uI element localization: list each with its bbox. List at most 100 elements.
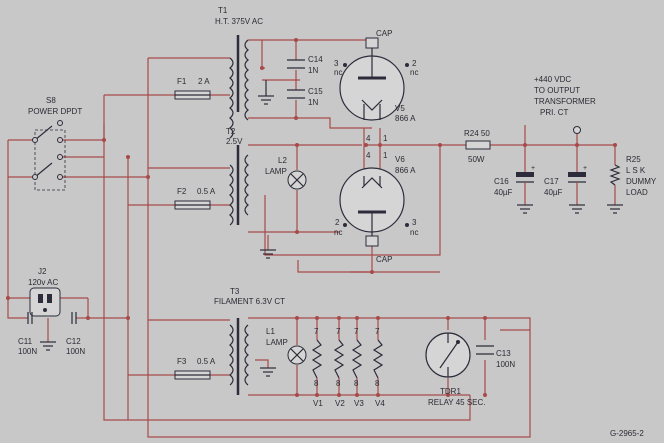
v3-pin-top: 7 (354, 327, 359, 336)
f3-value: 0.5 A (197, 357, 216, 366)
t3-ref: T3 (230, 287, 240, 296)
v5-pin-a: 4 (366, 134, 371, 143)
lamp-l2: L2 LAMP (265, 156, 307, 190)
v6-pin-right: 3 (412, 218, 417, 227)
v5-pin-left-nc: nc (334, 68, 342, 77)
output-note-line1: +440 VDC (534, 75, 571, 84)
v2-pin-top: 7 (336, 327, 341, 336)
wiring (7, 39, 616, 438)
output-note-line2: TO OUTPUT (534, 86, 580, 95)
drawing-number: G-2965-2 (610, 429, 644, 438)
ground-icon (258, 80, 274, 105)
ground-icon (40, 341, 56, 351)
v4-pin-top: 7 (375, 327, 380, 336)
t1-ref: T1 (218, 6, 228, 15)
filament-v2 (333, 339, 345, 379)
output-note-line3: TRANSFORMER (534, 97, 596, 106)
r24-value: 50W (468, 155, 485, 164)
l2-ref: L2 (278, 156, 287, 165)
transformer-t1: T1 H.T. 375V AC (215, 6, 263, 139)
ground-icon (569, 204, 585, 214)
t2-primary-coil (229, 164, 234, 226)
c17-plus: + (583, 165, 587, 172)
tube-v5: CAP 3 nc 2 nc V5 866 A 4 1 (334, 29, 418, 143)
v6-pin-left-nc: nc (334, 228, 342, 237)
ground-icon (607, 204, 623, 214)
v1-pin-bottom: 8 (314, 379, 319, 388)
r25-line4: LOAD (626, 188, 648, 197)
filament-v4 (372, 339, 384, 379)
t2-secondary-coil (244, 154, 249, 216)
v5-pin-right-nc: nc (410, 68, 418, 77)
v4-pin-bottom: 8 (375, 379, 380, 388)
capacitor-c15: C15 1N (287, 87, 323, 107)
t1-primary-coil (229, 57, 234, 139)
filament-v1 (311, 339, 323, 379)
f3-ref: F3 (177, 357, 187, 366)
r25-line3: DUMMY (626, 177, 657, 186)
lamp-l1: L1 LAMP (266, 327, 307, 365)
c17-value: 40µF (544, 188, 563, 197)
v1-pin-top: 7 (314, 327, 319, 336)
t2-desc: 2.5V (226, 137, 243, 146)
v5-pin-left: 3 (334, 59, 339, 68)
transformer-t3: T3 FILAMENT 6.3V CT (214, 287, 285, 395)
output-note: +440 VDC TO OUTPUT TRANSFORMER PRI. CT (534, 75, 596, 117)
filament-v3 (351, 339, 363, 379)
resistor-r24: R24 50 50W (464, 129, 491, 164)
output-terminal (573, 126, 581, 134)
v6-cap: CAP (376, 255, 392, 264)
j2-desc: 120v AC (28, 278, 58, 287)
r25-ref: R25 (626, 155, 641, 164)
t2-ref: T2 (226, 127, 236, 136)
v6-pin-b: 1 (383, 151, 388, 160)
l1-desc: LAMP (266, 338, 288, 347)
c15-ref: C15 (308, 87, 323, 96)
f2-ref: F2 (177, 187, 187, 196)
fuse-f2: F2 0.5 A (174, 187, 216, 210)
fuse-f1: F1 2 A (174, 77, 211, 100)
t1-secondary-coil (244, 39, 249, 121)
v6-pin-left: 2 (335, 218, 340, 227)
fuse-f3: F3 0.5 A (174, 357, 216, 380)
t3-desc: FILAMENT 6.3V CT (214, 297, 285, 306)
ground-icon (517, 204, 533, 214)
c17-ref: C17 (544, 177, 559, 186)
tdr1-ref: TDR1 (440, 387, 461, 396)
ground-icon (260, 367, 276, 377)
v6-type: 866 A (395, 166, 416, 175)
c13-ref: C13 (496, 349, 511, 358)
v5-type: 866 A (395, 114, 416, 123)
c16-value: 40µF (494, 188, 513, 197)
c13-value: 100N (496, 360, 515, 369)
r24-ref: R24 50 (464, 129, 490, 138)
switch-s8: S8 POWER DPDT (28, 96, 82, 191)
c14-ref: C14 (308, 55, 323, 64)
capacitor-c17: + C17 40µF (544, 165, 587, 205)
ground-icon (260, 249, 276, 259)
v6-pin-a: 4 (366, 151, 371, 160)
c12-value: 100N (66, 347, 85, 356)
capacitor-c14: C14 1N (287, 55, 323, 75)
capacitor-c12: C12 100N (66, 312, 85, 356)
l2-desc: LAMP (265, 167, 287, 176)
resistor-r25: R25 L S K DUMMY LOAD (609, 155, 657, 197)
connector-j2: J2 120v AC (28, 267, 61, 317)
c11-ref: C11 (18, 337, 33, 346)
v6-pin-right-nc: nc (410, 228, 418, 237)
c15-value: 1N (308, 98, 318, 107)
f1-ref: F1 (177, 77, 187, 86)
f1-value: 2 A (198, 77, 210, 86)
c12-ref: C12 (66, 337, 81, 346)
j2-ref: J2 (38, 267, 47, 276)
filaments: 7 7 7 7 8 8 8 8 V1 V2 V3 V4 (311, 327, 385, 408)
v5-cap: CAP (376, 29, 392, 38)
capacitor-c16: + C16 40µF (494, 165, 535, 205)
v6-ref: V6 (395, 155, 405, 164)
capacitor-c11: C11 100N (18, 312, 37, 356)
tube-v6: 4 1 V6 866 A 2 nc 3 nc CAP (334, 151, 418, 264)
v2-label: V2 (335, 399, 345, 408)
v3-pin-bottom: 8 (354, 379, 359, 388)
c16-plus: + (531, 165, 535, 172)
